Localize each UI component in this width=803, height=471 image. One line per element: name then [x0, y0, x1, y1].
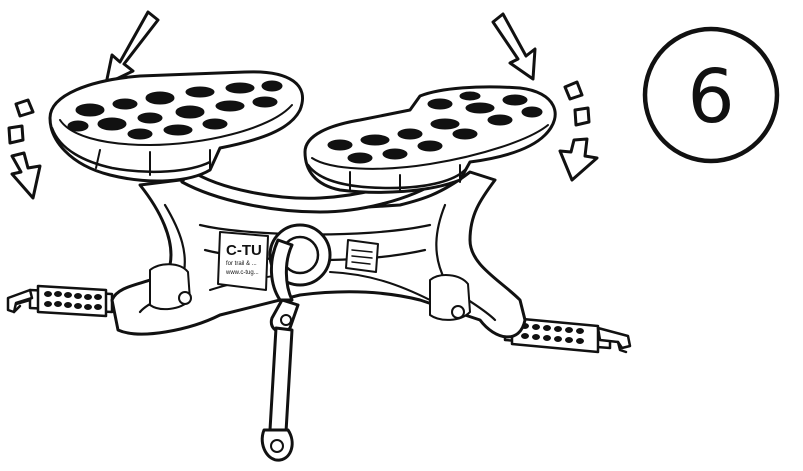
- kickstand: [260, 223, 332, 462]
- left-pad: [48, 70, 304, 183]
- brand-label: C-TU for trail & ... www.c-tug...: [217, 231, 379, 291]
- rotate-arrow-left-icon: [7, 98, 42, 200]
- brand-fine-print-2: www.c-tug...: [225, 270, 259, 276]
- kayak-dolly-drawing: C-TU for trail & ... www.c-tug...: [6, 70, 632, 462]
- arrow-down-right-icon: [491, 12, 537, 81]
- left-strap: [6, 284, 114, 318]
- step-number: 6: [687, 54, 734, 140]
- step-badge: 6: [642, 26, 780, 164]
- arrow-down-left-icon: [104, 10, 160, 86]
- brand-label-text: C-TU: [226, 242, 262, 259]
- right-strap: [503, 316, 632, 354]
- rotate-arrow-right-icon: [558, 80, 599, 182]
- right-pad: [303, 85, 557, 194]
- brand-fine-print-1: for trail & ...: [226, 261, 257, 267]
